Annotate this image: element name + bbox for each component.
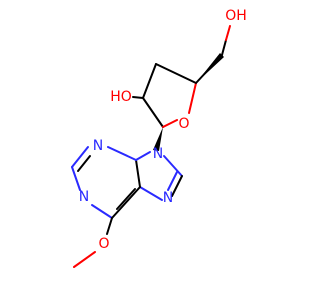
atom-oxygen-ring: O [178,116,189,132]
bond-c4-n3 [107,146,137,161]
bond-c8-n7-a [171,175,183,197]
bond-c8-n7-b [167,171,178,191]
wedge-c1-n9 [153,127,163,151]
atom-nitrogen-7: N [163,190,173,206]
atom-hydroxyl-top: OH [225,8,247,24]
bond-c2-c1 [142,97,164,128]
atom-nitrogen-1: N [79,189,89,205]
atom-hydroxyl-left: HO [110,89,132,105]
bond-c6-c5 [111,186,141,219]
bond-n1-c6 [91,204,113,219]
bond-c6-c5-inner [116,188,136,210]
bond-c2-oh-part1 [132,96,144,99]
bond-c3-c2 [142,63,157,99]
bond-c5-o-part2 [225,25,231,41]
bond-o-ch3 [73,251,96,268]
molecule-structure-diagram: O OH HO N N N N O [71,8,247,268]
bond-n3-c2-inner [77,155,91,172]
bond-c4-c3 [155,63,197,84]
bond-c1-o-ring [162,119,178,128]
bond-n9-c8 [163,155,183,177]
atom-nitrogen-3: N [93,138,103,154]
atom-nitrogen-9: N [153,146,163,162]
bond-n3-c2 [71,146,89,168]
atom-oxygen-methoxy: O [98,236,109,252]
bond-c6-o [106,217,113,235]
bond-o-ring-c4 [188,82,197,114]
bond-n7-c5 [139,186,163,201]
bond-c2-n1 [71,166,81,191]
bond-c4-n9 [135,151,151,161]
wedge-c4-c5 [196,53,224,83]
bond-c5-c4 [135,159,141,188]
bond-c5-o-part1 [221,39,227,56]
